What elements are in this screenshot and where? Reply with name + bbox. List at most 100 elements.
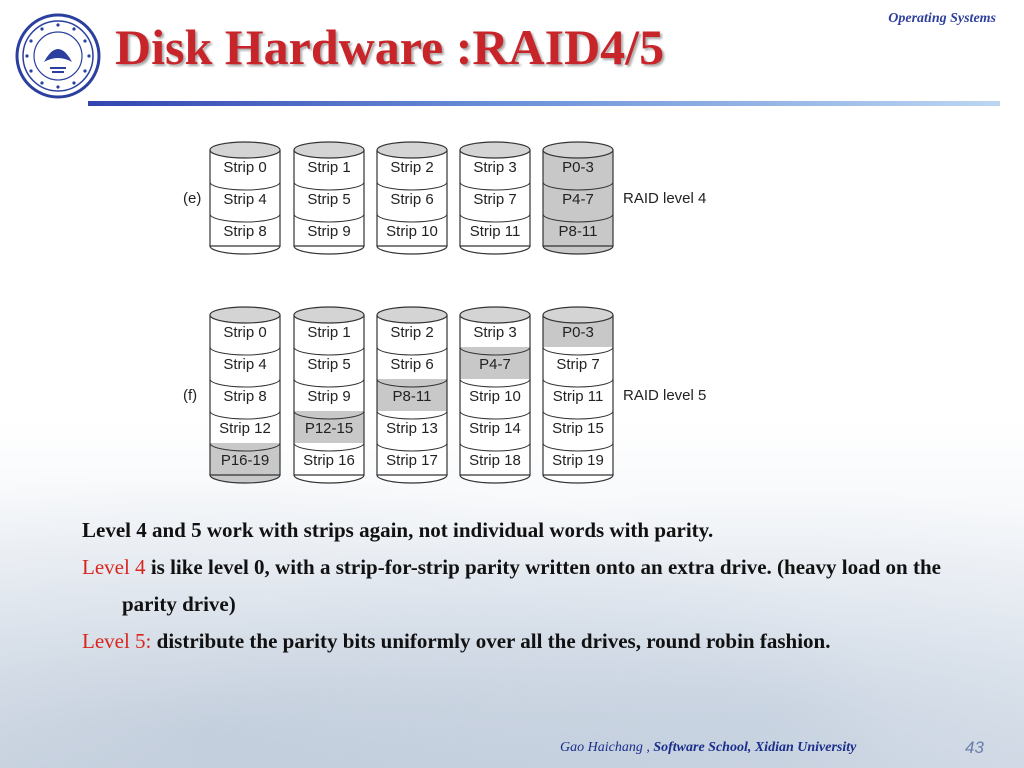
level5-text: distribute the parity bits uniformly ove… (151, 629, 831, 653)
strip-label: Strip 7 (473, 191, 516, 208)
strip-label: P8-11 (559, 223, 598, 240)
strip-label: P4-7 (562, 191, 594, 208)
parity-strip (294, 411, 364, 443)
level4-text: is like level 0, with a strip-for-strip … (122, 555, 941, 616)
disk-bottom (459, 245, 531, 255)
level4-highlight: Level 4 (82, 555, 146, 579)
strip-label: P16-19 (221, 452, 269, 469)
strip-label: Strip 16 (303, 452, 355, 469)
data-strip (460, 182, 530, 214)
strip-separator (209, 378, 281, 388)
data-strip (210, 214, 280, 246)
strip-label: Strip 5 (307, 191, 350, 208)
strip-separator (293, 213, 365, 223)
strip-separator (542, 346, 614, 356)
raid-level-label: RAID level 5 (623, 387, 706, 404)
strip-label: P0-3 (562, 324, 594, 341)
strip-separator (542, 213, 614, 223)
parity-strip (543, 214, 613, 246)
disk-bottom (209, 245, 281, 255)
parity-strip (460, 347, 530, 379)
strip-label: Strip 4 (223, 356, 266, 373)
disk-bottom (542, 474, 614, 484)
data-strip (377, 214, 447, 246)
strip-label: Strip 12 (219, 420, 271, 437)
strip-separator (209, 346, 281, 356)
strip-label: Strip 17 (386, 452, 438, 469)
strip-label: Strip 10 (469, 388, 521, 405)
strip-separator (376, 213, 448, 223)
strip-separator (209, 181, 281, 191)
row-label: (f) (183, 387, 197, 404)
disk-top-cap (376, 306, 448, 324)
page-number: 43 (965, 738, 984, 757)
strip-label: Strip 14 (469, 420, 521, 437)
data-strip (543, 379, 613, 411)
data-strip (543, 411, 613, 443)
strip-separator (293, 346, 365, 356)
disk-bottom (542, 245, 614, 255)
data-strip (543, 443, 613, 475)
strip-label: Strip 3 (473, 159, 516, 176)
disk-raid4-3: Strip 3 Strip 7 Strip 11 (459, 141, 531, 255)
strip-label: Strip 15 (552, 420, 604, 437)
strip-label: Strip 9 (307, 388, 350, 405)
strip-label: Strip 18 (469, 452, 521, 469)
data-strip (460, 379, 530, 411)
strip-separator (459, 442, 531, 452)
strip-separator (459, 213, 531, 223)
disk-top-cap (376, 141, 448, 159)
strip-label: P12-15 (305, 420, 353, 437)
data-strip (210, 347, 280, 379)
strip-separator (376, 378, 448, 388)
strip-label: Strip 19 (552, 452, 604, 469)
data-strip (543, 347, 613, 379)
strip-label: Strip 13 (386, 420, 438, 437)
paragraph-intro: Level 4 and 5 work with strips again, no… (82, 512, 962, 549)
footer-author: Gao Haichang , (560, 740, 650, 755)
strip-label: Strip 11 (553, 388, 604, 405)
disk-top-cap (459, 306, 531, 324)
data-strip (294, 443, 364, 475)
strip-separator (459, 346, 531, 356)
parity-strip (210, 443, 280, 475)
disk-top-cap (542, 141, 614, 159)
data-strip (294, 214, 364, 246)
strip-label: Strip 10 (386, 223, 438, 240)
data-strip (460, 411, 530, 443)
disk-top-cap (293, 141, 365, 159)
disk-bottom (293, 245, 365, 255)
strip-separator (542, 442, 614, 452)
strip-separator (209, 442, 281, 452)
strip-separator (542, 410, 614, 420)
strip-separator (376, 181, 448, 191)
disk-top-cap (293, 306, 365, 324)
strip-separator (209, 410, 281, 420)
strip-label: Strip 2 (390, 324, 433, 341)
strip-label: Strip 11 (470, 223, 521, 240)
strip-separator (542, 378, 614, 388)
strip-separator (209, 213, 281, 223)
level5-highlight: Level 5: (82, 629, 152, 653)
parity-strip (377, 379, 447, 411)
data-strip (460, 443, 530, 475)
strip-label: Strip 8 (223, 223, 266, 240)
disk-raid4-4: P0-3P4-7P8-11 (542, 141, 614, 255)
data-strip (460, 214, 530, 246)
strip-label: P0-3 (562, 159, 594, 176)
disk-bottom (459, 474, 531, 484)
strip-label: Strip 6 (390, 356, 433, 373)
data-strip (294, 347, 364, 379)
data-strip (294, 182, 364, 214)
course-label: Operating Systems (888, 11, 996, 26)
strip-label: Strip 0 (223, 159, 266, 176)
strip-label: Strip 3 (473, 324, 516, 341)
strip-separator (459, 410, 531, 420)
footer: Gao Haichang , Software School, Xidian U… (560, 740, 930, 756)
footer-school: Software School, Xidian University (653, 740, 857, 755)
row-label: (e) (183, 190, 201, 207)
